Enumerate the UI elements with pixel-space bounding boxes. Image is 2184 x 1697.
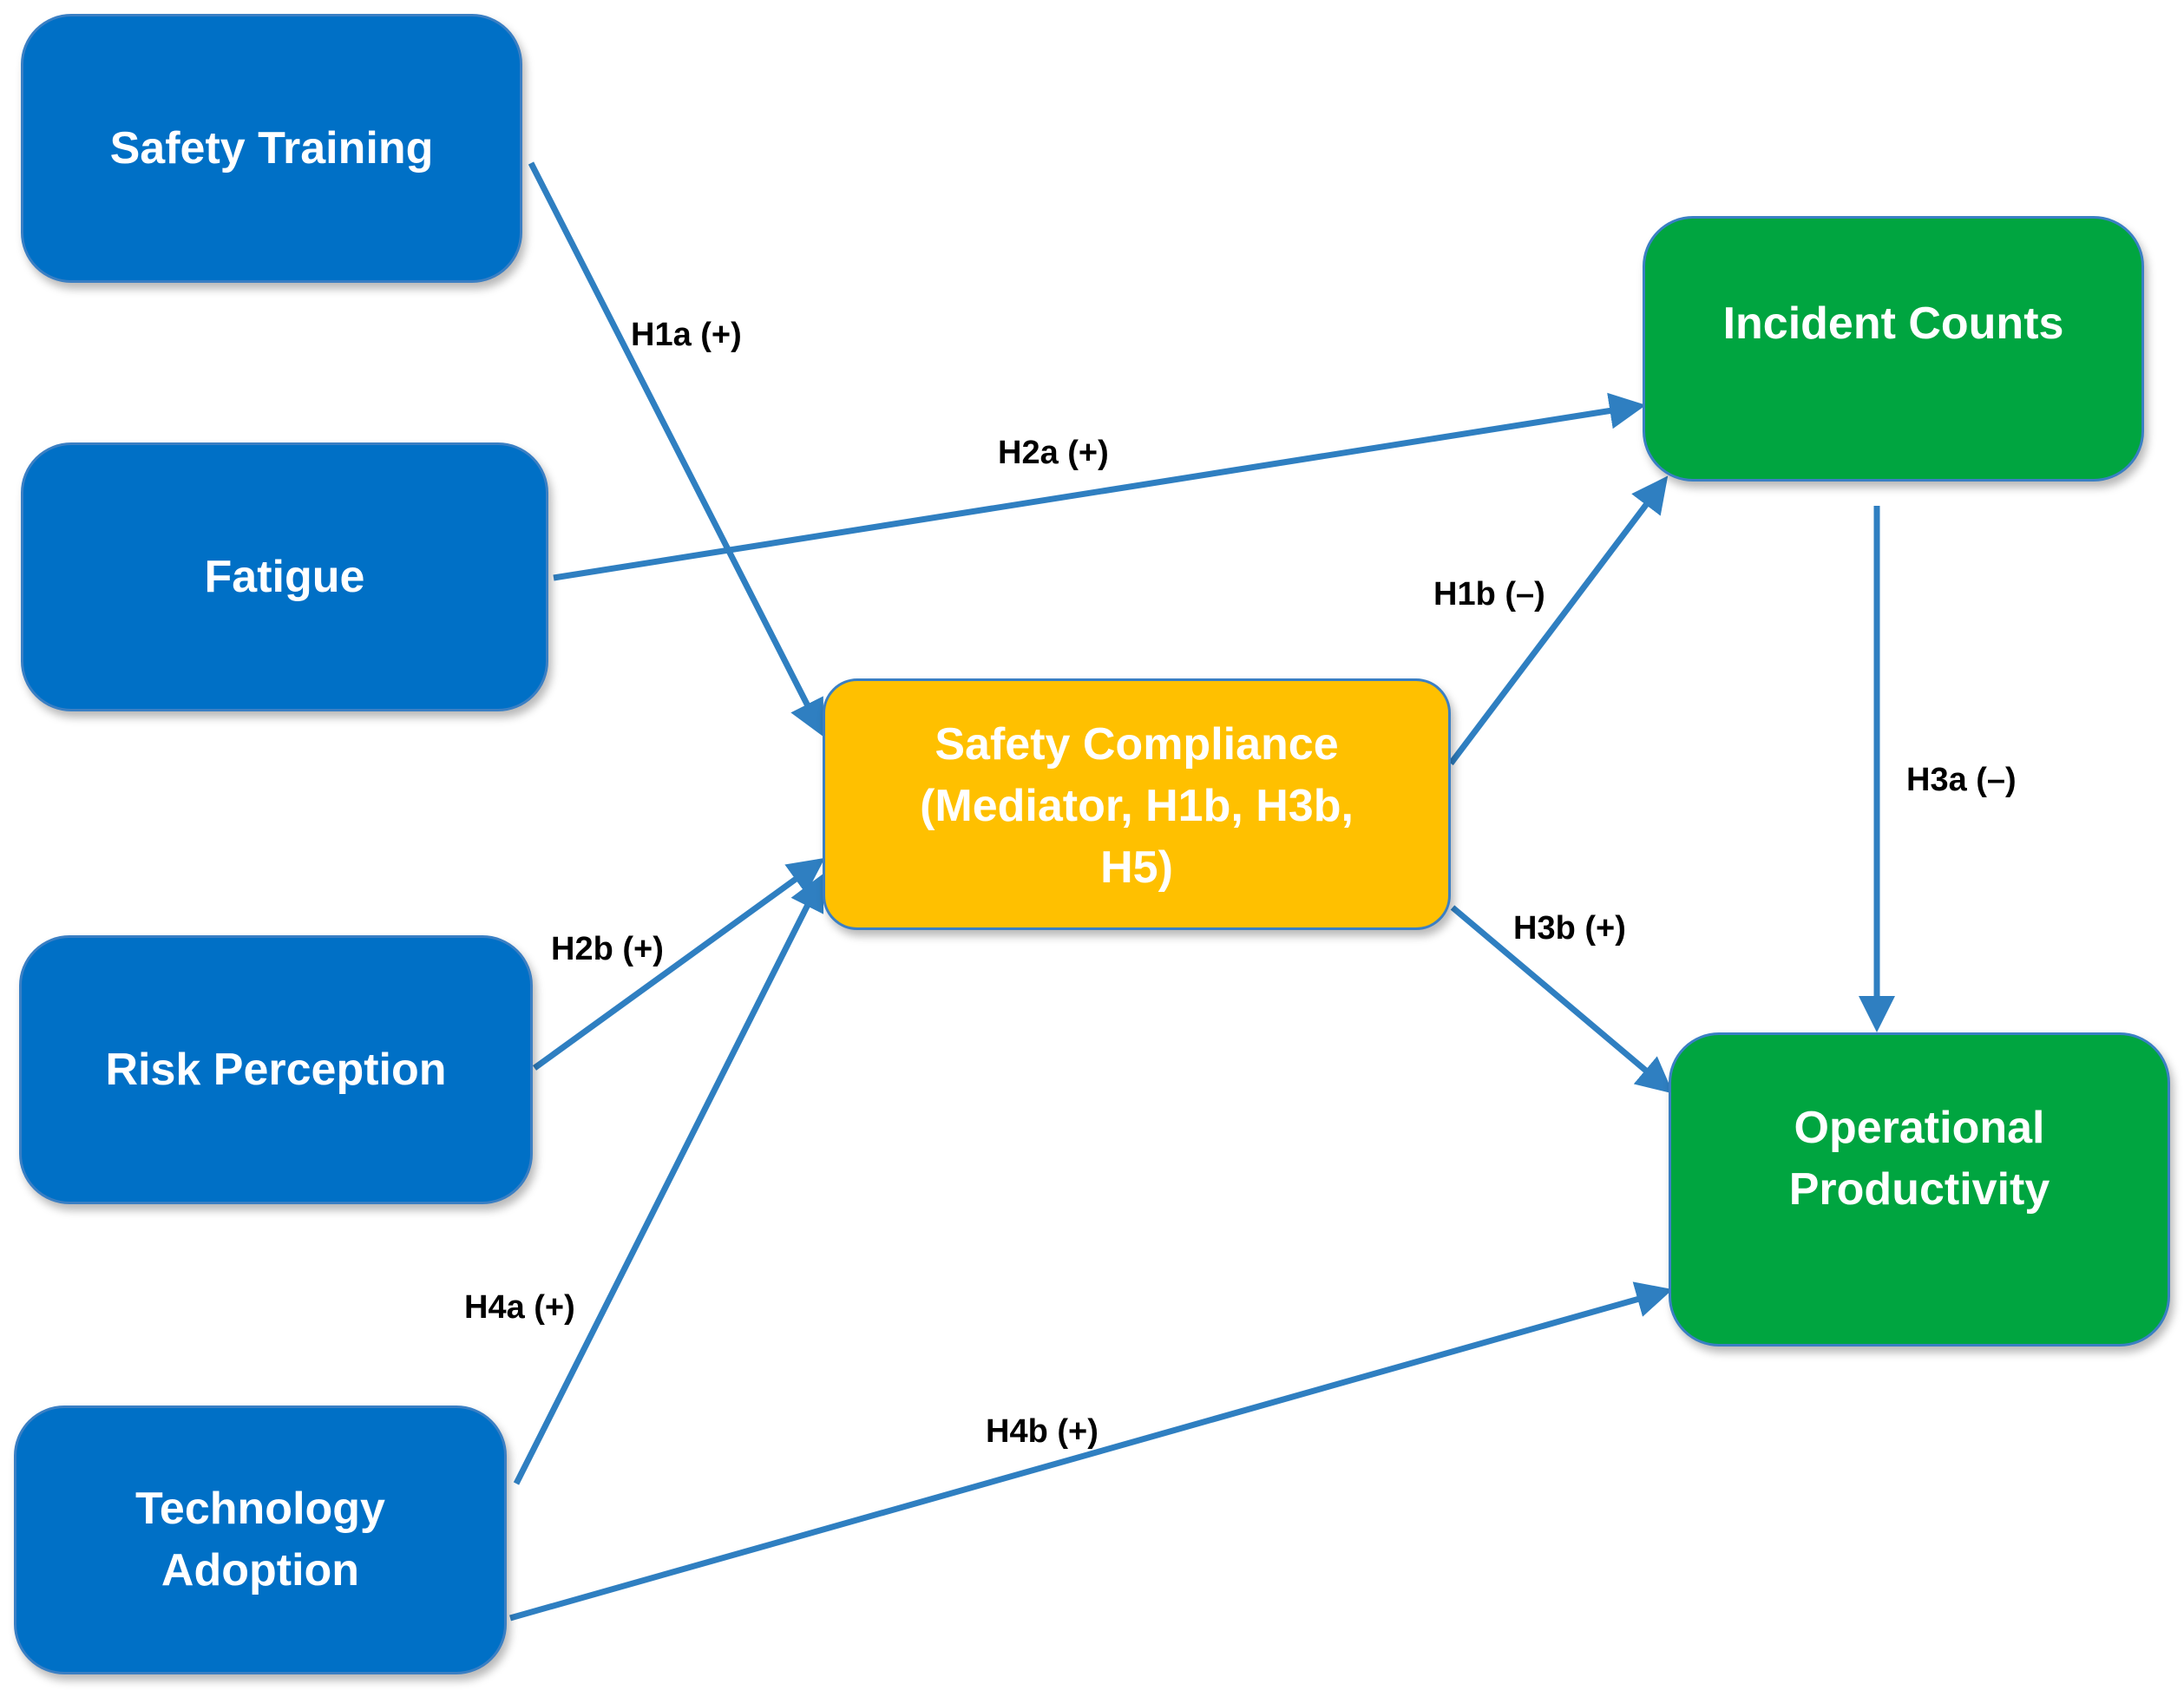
edge-label-h1a: H1a (+) [631, 317, 742, 353]
node-risk-perception-label: Risk Perception [105, 1044, 447, 1095]
edge-label-h4b: H4b (+) [986, 1413, 1099, 1450]
node-incident-counts-label: Incident Counts [1722, 298, 2064, 349]
node-technology-adoption-label: Technology Adoption [135, 1484, 385, 1595]
node-safety-compliance: Safety Compliance (Mediator, H1b, H3b, H… [823, 678, 1451, 930]
edge-label-h1b: H1b (–) [1433, 576, 1545, 613]
arrow-h2b [532, 857, 825, 1071]
edge-label-h4a: H4a (+) [464, 1289, 575, 1326]
node-risk-perception: Risk Perception [19, 935, 533, 1204]
node-fatigue: Fatigue [21, 442, 548, 711]
node-fatigue-label: Fatigue [204, 551, 365, 602]
node-operational-productivity: Operational Productivity [1669, 1032, 2170, 1346]
arrow-h1a [528, 161, 824, 737]
node-incident-counts: Incident Counts [1643, 216, 2144, 482]
node-safety-training-label: Safety Training [109, 122, 434, 174]
node-safety-training: Safety Training [21, 14, 522, 283]
arrow-h4b [509, 1281, 1673, 1622]
edge-label-h3b: H3b (+) [1513, 910, 1626, 947]
arrow-h4a [513, 873, 824, 1485]
node-technology-adoption: Technology Adoption [14, 1405, 507, 1674]
arrow-h3b [1450, 905, 1674, 1094]
edge-label-h2b: H2b (+) [551, 931, 664, 967]
edge-label-h3a: H3a (–) [1906, 762, 2017, 798]
arrow-h2a [553, 392, 1646, 581]
edge-label-h2a: H2a (+) [998, 435, 1109, 471]
node-safety-compliance-label: Safety Compliance (Mediator, H1b, H3b, H… [920, 719, 1354, 893]
arrow-h1b [1448, 475, 1669, 766]
node-operational-productivity-label: Operational Productivity [1788, 1103, 2050, 1215]
